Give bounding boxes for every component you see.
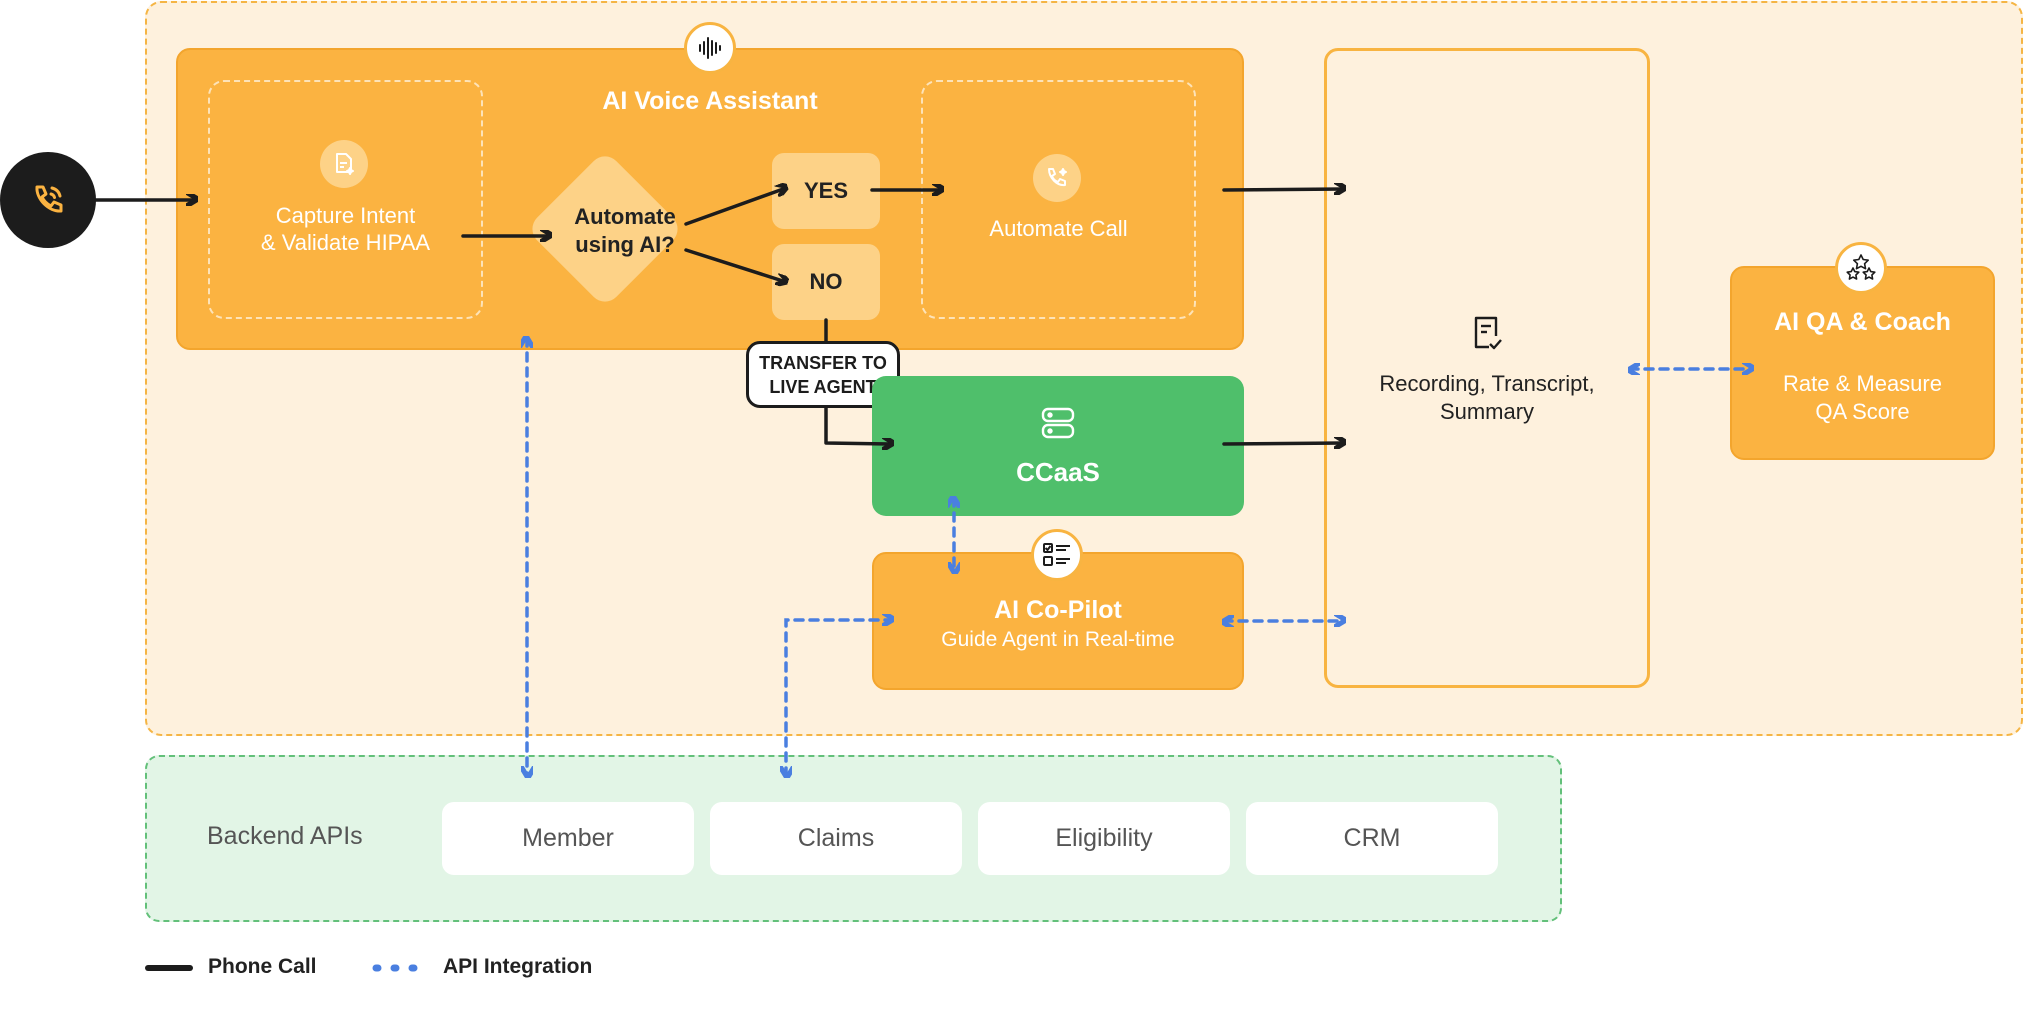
api-member: Member bbox=[442, 802, 694, 875]
api-claims: Claims bbox=[710, 802, 962, 875]
capture-intent-label: Capture Intent & Validate HIPAA bbox=[260, 203, 431, 255]
ai-qa-coach-title: AI QA & Coach bbox=[1774, 308, 1951, 336]
legend-phone-call-label: Phone Call bbox=[208, 955, 317, 978]
api-eligibility: Eligibility bbox=[978, 802, 1230, 875]
recording-transcript-summary-box bbox=[1324, 48, 1650, 688]
qa-description: Rate & Measure QA Score bbox=[1783, 371, 1942, 424]
ccaas-label: CCaaS bbox=[1016, 457, 1100, 487]
ccaas-to-recording-arrow bbox=[1222, 443, 1344, 444]
voice-assistant-title: AI Voice Assistant bbox=[602, 87, 818, 115]
stars-icon bbox=[1835, 242, 1887, 294]
transfer-to-ccaas-arrow bbox=[824, 406, 892, 444]
ai-qa-coach-box bbox=[1730, 266, 1995, 460]
automate-call-label: Automate Call bbox=[989, 216, 1128, 241]
ccaas-box bbox=[872, 376, 1244, 516]
capture-intent-box bbox=[208, 80, 483, 319]
voice-to-recording-arrow bbox=[1222, 189, 1344, 190]
decision-to-no-arrow bbox=[684, 248, 786, 282]
copilot-backend-api-link bbox=[786, 620, 892, 776]
yes-box: YES bbox=[772, 153, 880, 229]
recording-label: Recording, Transcript, Summary bbox=[1379, 371, 1595, 424]
automate-call-box bbox=[921, 80, 1196, 319]
ai-copilot-subtitle: Guide Agent in Real-time bbox=[941, 628, 1175, 651]
backend-apis-label: Backend APIs bbox=[207, 822, 363, 850]
ai-copilot-title: AI Co-Pilot bbox=[994, 596, 1122, 624]
waveform-icon bbox=[684, 22, 736, 74]
api-crm: CRM bbox=[1246, 802, 1498, 875]
no-box: NO bbox=[772, 244, 880, 320]
phone-sparkle-icon bbox=[1033, 154, 1081, 202]
legend-api-integration-label: API Integration bbox=[443, 955, 593, 978]
checklist-icon bbox=[1031, 529, 1083, 581]
phone-incoming-icon bbox=[0, 152, 96, 248]
legend-phone-call-swatch bbox=[145, 965, 193, 971]
document-sparkle-icon bbox=[320, 140, 368, 188]
document-check-icon bbox=[1469, 314, 1505, 354]
decision-label: Automate using AI? bbox=[574, 204, 676, 257]
server-icon bbox=[1040, 406, 1076, 440]
decision-to-yes-arrow bbox=[684, 188, 786, 226]
